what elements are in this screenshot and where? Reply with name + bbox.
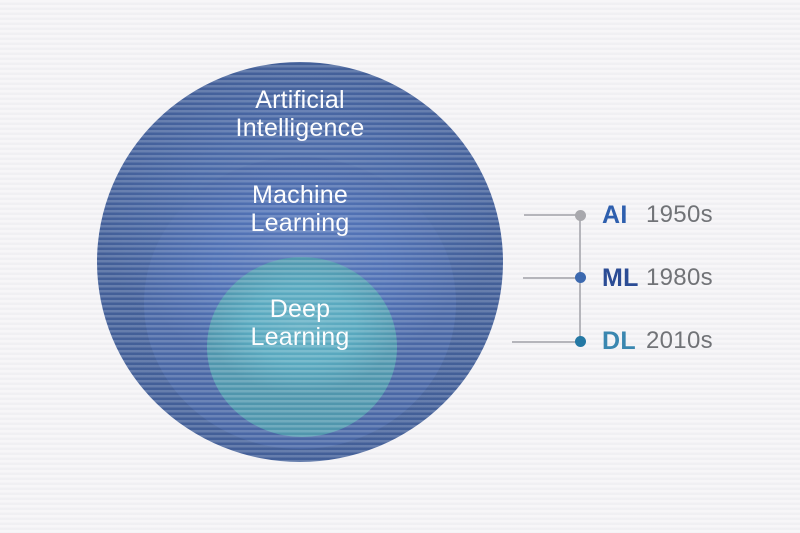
dl-label-line1: Deep: [269, 295, 331, 323]
timeline-entry-dl: DL 2010s: [602, 327, 762, 355]
timeline-dot-ai: [575, 210, 586, 221]
timeline-entry-ai: AI 1950s: [602, 201, 762, 229]
timeline-dot-ml: [575, 272, 586, 283]
ml-label-line1: Machine: [252, 181, 348, 209]
ai-label-line2: Intelligence: [235, 114, 365, 142]
timeline-tick-line-ai: [524, 214, 581, 216]
dl-label-line2: Learning: [250, 323, 350, 351]
timeline-tick-line-ml: [523, 277, 581, 279]
ml-circle: [144, 157, 456, 449]
dl-circle: [207, 257, 397, 437]
timeline-abbr-ai: AI: [602, 200, 628, 229]
ml-circle-label: Machine Learning: [150, 181, 450, 237]
dl-circle-label: Deep Learning: [150, 295, 450, 351]
ai-circle-label: Artificial Intelligence: [150, 86, 450, 142]
timeline-abbr-dl: DL: [602, 326, 636, 355]
ml-label-line2: Learning: [250, 209, 350, 237]
ai-label-line1: Artificial: [255, 86, 345, 114]
timeline-year-dl: 2010s: [646, 327, 713, 354]
timeline-entry-ml: ML 1980s: [602, 264, 762, 292]
timeline-tick-line-dl: [512, 341, 581, 343]
timeline-year-ml: 1980s: [646, 264, 713, 291]
timeline-year-ai: 1950s: [646, 201, 713, 228]
timeline-dot-dl: [575, 336, 586, 347]
timeline-abbr-ml: ML: [602, 263, 639, 292]
